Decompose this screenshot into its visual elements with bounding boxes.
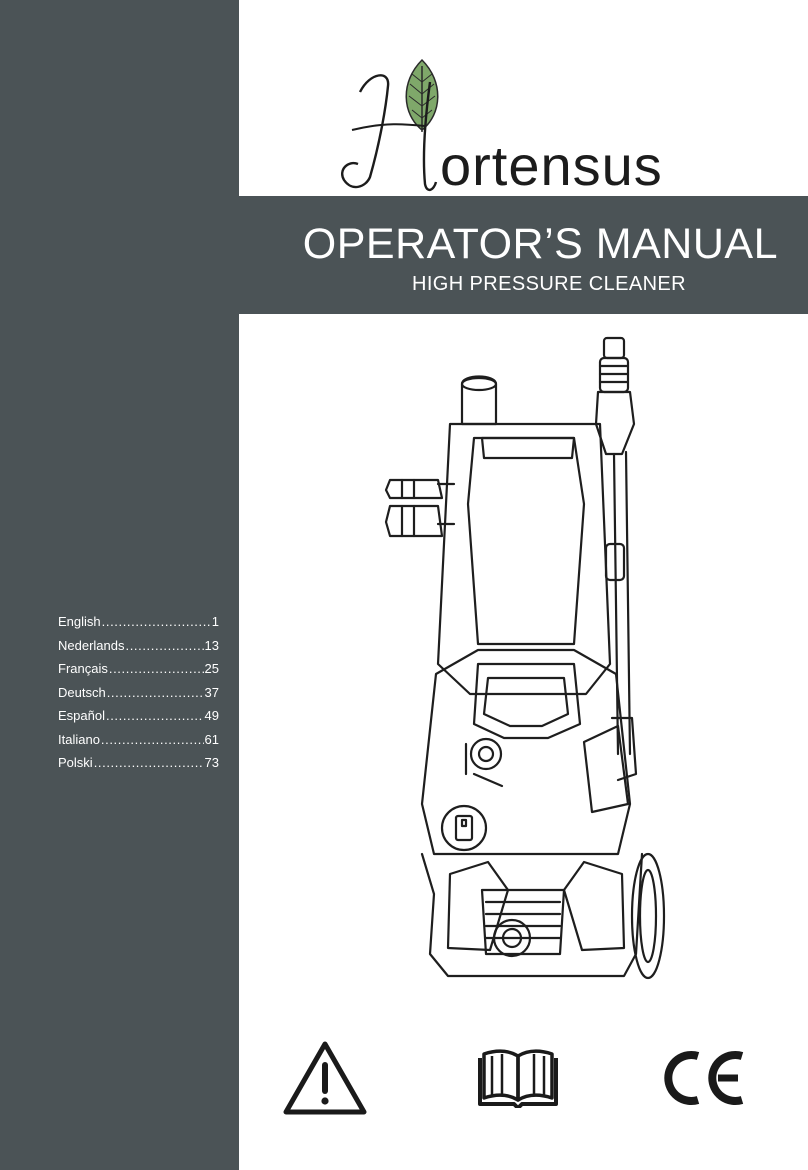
- toc-page: 73: [204, 755, 219, 770]
- toc-entry-deutsch[interactable]: Deutsch 37: [58, 685, 219, 709]
- toc-page: 37: [204, 684, 219, 700]
- toc-entry-english[interactable]: English 1: [58, 614, 219, 638]
- toc-language: Polski: [58, 755, 93, 770]
- toc-language: Français: [58, 661, 108, 676]
- leaf-icon: [405, 58, 439, 132]
- pressure-washer-illustration: [384, 336, 666, 980]
- toc-language: Italiano: [58, 731, 100, 747]
- toc-page: 25: [204, 661, 219, 676]
- warning-triangle-icon: [283, 1041, 367, 1115]
- brand-logo: ortensus: [341, 58, 663, 197]
- sidebar-panel: [0, 0, 239, 1170]
- brand-name: ortensus: [440, 134, 663, 197]
- toc-leader: [107, 685, 204, 700]
- toc-page: 49: [204, 708, 219, 723]
- toc-entry-francais[interactable]: Français 25: [58, 661, 219, 685]
- toc-page: 13: [204, 637, 219, 653]
- toc-language: Nederlands: [58, 637, 125, 653]
- open-book-icon: [478, 1049, 558, 1108]
- toc-language: Español: [58, 708, 105, 723]
- ce-mark-icon: [664, 1051, 744, 1105]
- manual-title: OPERATOR’S MANUAL: [302, 220, 778, 268]
- toc-language: Deutsch: [58, 684, 106, 700]
- toc-leader: [94, 755, 204, 770]
- language-index: English 1 Nederlands 13 Français 25 Deut…: [58, 614, 219, 779]
- toc-leader: [101, 732, 204, 747]
- toc-entry-polski[interactable]: Polski 73: [58, 755, 219, 779]
- toc-leader: [109, 661, 204, 676]
- toc-entry-espanol[interactable]: Español 49: [58, 708, 219, 732]
- toc-entry-italiano[interactable]: Italiano 61: [58, 732, 219, 756]
- title-band: OPERATOR’S MANUAL HIGH PRESSURE CLEANER: [239, 196, 808, 314]
- manual-subtitle: HIGH PRESSURE CLEANER: [411, 273, 686, 295]
- toc-leader: [126, 638, 204, 653]
- toc-entry-nederlands[interactable]: Nederlands 13: [58, 638, 219, 662]
- toc-page: 61: [204, 731, 219, 747]
- toc-leader: [102, 614, 211, 629]
- toc-language: English: [58, 614, 101, 629]
- toc-leader: [106, 708, 204, 723]
- toc-page: 1: [211, 614, 219, 629]
